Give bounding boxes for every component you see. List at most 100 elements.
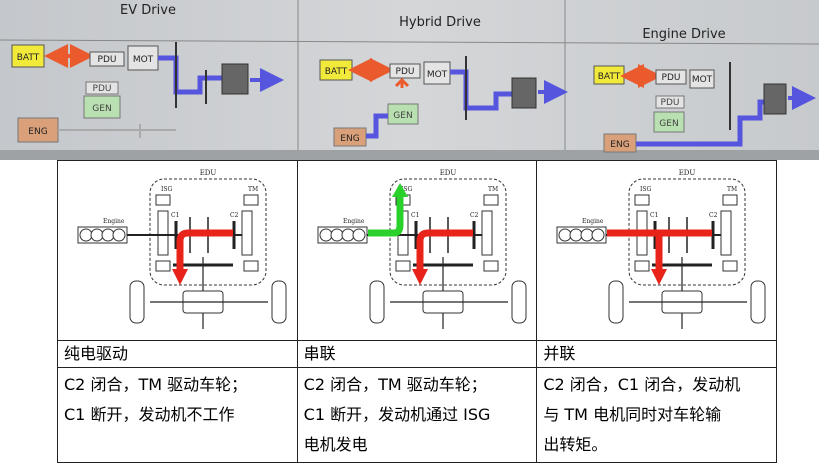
tm-top <box>483 194 499 206</box>
tm-bottom <box>722 260 738 272</box>
engine-label: Engine <box>103 218 125 225</box>
engine-cylinder <box>90 228 104 242</box>
power-flow-arrow <box>176 229 233 271</box>
arrow-head-icon <box>651 269 668 285</box>
hybrid-drive-title: Hybrid Drive <box>399 15 481 30</box>
description-line: C2 闭合，TM 驱动车轮； <box>64 375 248 394</box>
engine-cylinder <box>352 228 366 242</box>
batt-label: BATT <box>325 67 348 77</box>
pdu-label: PDU <box>396 67 415 77</box>
engine-label: Engine <box>582 218 604 225</box>
description-line: C1 断开，发动机不工作 <box>64 405 235 424</box>
arrow-head-icon <box>172 269 188 285</box>
ev-drive-panel: EV Drive BATT PDU MOT PDU GEN ENG <box>11 3 284 143</box>
engine-drive-title: Engine Drive <box>642 27 725 42</box>
tm-rotor <box>720 210 732 256</box>
c2-label: C2 <box>230 212 239 219</box>
isg-top <box>634 194 650 206</box>
engine-cylinder <box>330 228 344 242</box>
engine-cylinder <box>558 228 572 242</box>
tm-top <box>243 194 259 206</box>
pdu-label: PDU <box>98 55 117 65</box>
description-line: C2 闭合，C1 闭合，发动机 <box>543 375 741 394</box>
c1-label: C1 <box>650 212 658 219</box>
engine-cylinder <box>569 228 583 242</box>
mode-description-parallel: C2 闭合，C1 闭合，发动机 与 TM 电机同时对车轮输 出转矩。 <box>536 367 777 463</box>
description-line: 电机发电 <box>303 435 368 454</box>
edu-label: EDU <box>439 169 456 177</box>
c2-label: C2 <box>709 212 718 219</box>
hybrid-modes-slide-photo: EV Drive BATT PDU MOT PDU GEN ENG Hybrid… <box>0 0 819 160</box>
ev-drive-title: EV Drive <box>120 3 176 18</box>
engine-cylinder <box>101 228 115 242</box>
tm-label: TM <box>488 186 498 193</box>
right-wheel <box>511 280 527 324</box>
eng-label: ENG <box>28 127 47 137</box>
description-line: 出转矩。 <box>543 435 608 454</box>
engine-cylinder <box>112 228 126 242</box>
tm-bottom <box>243 260 259 272</box>
batt-label: BATT <box>598 72 621 82</box>
tm-top <box>722 194 738 206</box>
pdu2-label: PDU <box>93 84 112 94</box>
batt-label: BATT <box>17 53 40 63</box>
engine-cylinder <box>341 228 355 242</box>
gen-label: GEN <box>659 119 678 129</box>
description-line: C1 断开，发动机通过 ISG <box>303 405 491 424</box>
engine-cylinder <box>319 228 333 242</box>
c1-label: C1 <box>411 212 419 219</box>
tm-rotor <box>481 210 493 256</box>
pdu-label: PDU <box>662 73 681 83</box>
mot-label: MOT <box>692 75 713 85</box>
engine-cylinder <box>79 228 93 242</box>
isg-bottom <box>155 260 171 272</box>
engine-cylinder <box>580 228 594 242</box>
right-wheel <box>750 280 766 324</box>
description-line: 与 TM 电机同时对车轮输 <box>543 405 722 424</box>
hybrid-drive-panel: Hybrid Drive BATT PDU MOT GEN ENG <box>319 15 568 147</box>
engine-label: Engine <box>343 218 365 225</box>
isg-rotor <box>157 210 169 256</box>
description-line: C2 闭合，TM 驱动车轮； <box>303 375 487 394</box>
c1-label: C1 <box>171 212 179 219</box>
mode-description-series: C2 闭合，TM 驱动车轮； C1 断开，发动机通过 ISG 电机发电 <box>296 367 538 463</box>
left-wheel <box>608 280 624 324</box>
power-flow-arrow <box>416 229 473 271</box>
c2-label: C2 <box>470 212 479 219</box>
tm-rotor <box>241 210 253 256</box>
mot-label: MOT <box>133 55 154 65</box>
isg-label: ISG <box>640 186 651 193</box>
tm-bottom <box>483 260 499 272</box>
tm-label: TM <box>727 186 737 193</box>
edu-label: EDU <box>679 169 696 177</box>
isg-bottom <box>634 260 650 272</box>
mode-name-parallel: 并联 <box>536 340 777 368</box>
isg-label: ISG <box>161 186 172 193</box>
eng-label: ENG <box>340 134 359 144</box>
edu-label: EDU <box>200 169 217 177</box>
mode-description-ev: C2 闭合，TM 驱动车轮； C1 断开，发动机不工作 <box>57 367 298 463</box>
mode-name-series: 串联 <box>296 340 538 368</box>
eng-label: ENG <box>610 140 629 150</box>
isg-label: ISG <box>401 186 412 193</box>
left-wheel <box>129 280 145 324</box>
gen-label: GEN <box>92 104 111 114</box>
engine-drive-panel: Engine Drive BATT PDU MOT PDU GEN ENG <box>593 27 816 153</box>
isg-bottom <box>395 260 411 272</box>
gen-label: GEN <box>393 111 412 121</box>
pdu2-label: PDU <box>661 98 680 108</box>
right-wheel <box>271 280 287 324</box>
left-wheel <box>369 280 385 324</box>
tm-label: TM <box>248 186 258 193</box>
arrow-up-icon <box>391 183 408 197</box>
generation-flow-arrow <box>367 195 404 237</box>
isg-top <box>155 194 171 206</box>
mode-name-ev: 纯电驱动 <box>57 340 298 368</box>
engine-cylinder <box>591 228 605 242</box>
